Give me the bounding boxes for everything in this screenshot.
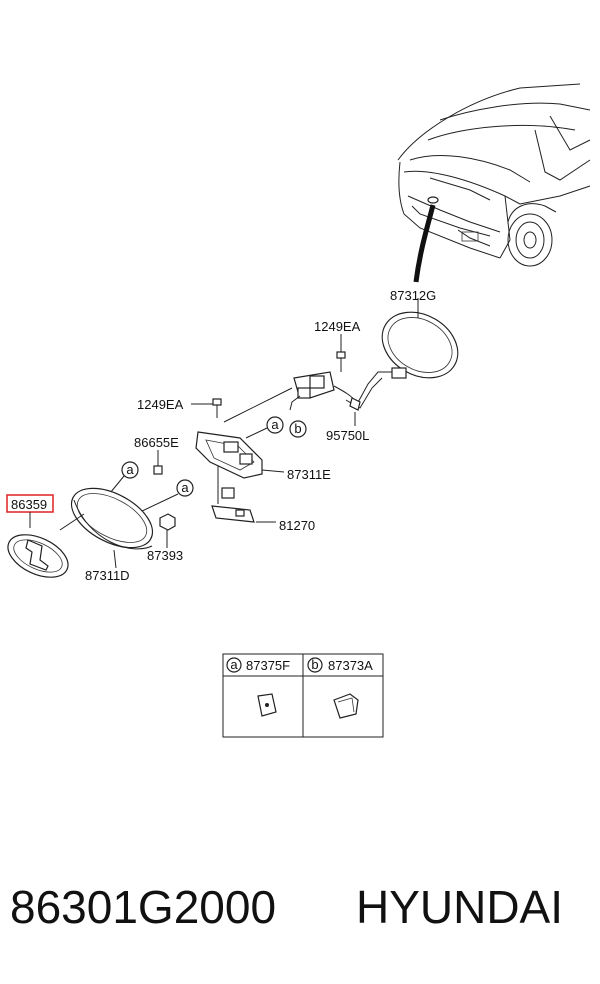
label-1249ea-top: 1249EA — [314, 319, 361, 334]
switch-81270 — [211, 466, 276, 523]
footer-brand: HYUNDAI — [356, 881, 564, 933]
svg-text:a: a — [126, 462, 134, 477]
callout-b-housing: b — [289, 420, 307, 438]
label-86359: 86359 — [11, 497, 47, 512]
screw-1249ea-top — [336, 334, 346, 372]
callout-a-lower: a — [139, 479, 194, 513]
label-81270: 81270 — [279, 518, 315, 533]
footer-part-number: 86301G2000 — [10, 881, 277, 933]
garnish-87311d — [70, 487, 154, 569]
screw-1249ea-left — [191, 398, 222, 418]
label-87311d: 87311D — [85, 568, 130, 583]
svg-text:a: a — [271, 417, 279, 432]
clip-86655e — [153, 450, 163, 475]
legend-a-part: 87375F — [246, 658, 290, 673]
emblem-86359 — [6, 494, 85, 578]
gasket-87312g — [381, 298, 459, 379]
nut-87393 — [159, 513, 176, 548]
label-87393: 87393 — [147, 548, 183, 563]
legend-b-part: 87373A — [328, 658, 373, 673]
label-1249ea-left: 1249EA — [137, 397, 184, 412]
harness-95750l — [345, 367, 407, 426]
label-95750l: 95750L — [326, 428, 369, 443]
svg-text:b: b — [294, 421, 301, 436]
housing-87311e — [195, 431, 285, 479]
label-87312g: 87312G — [390, 288, 436, 303]
label-87311e: 87311E — [287, 467, 331, 482]
car-illustration — [397, 83, 591, 283]
legend-b-marker: b — [311, 657, 318, 672]
camera-assembly — [289, 371, 357, 411]
legend-a-marker: a — [230, 657, 238, 672]
label-86655e: 86655E — [134, 435, 179, 450]
legend-table: a 87375F b 87373A — [222, 653, 384, 738]
svg-text:a: a — [181, 480, 189, 495]
callout-a-housing: a — [245, 416, 284, 439]
